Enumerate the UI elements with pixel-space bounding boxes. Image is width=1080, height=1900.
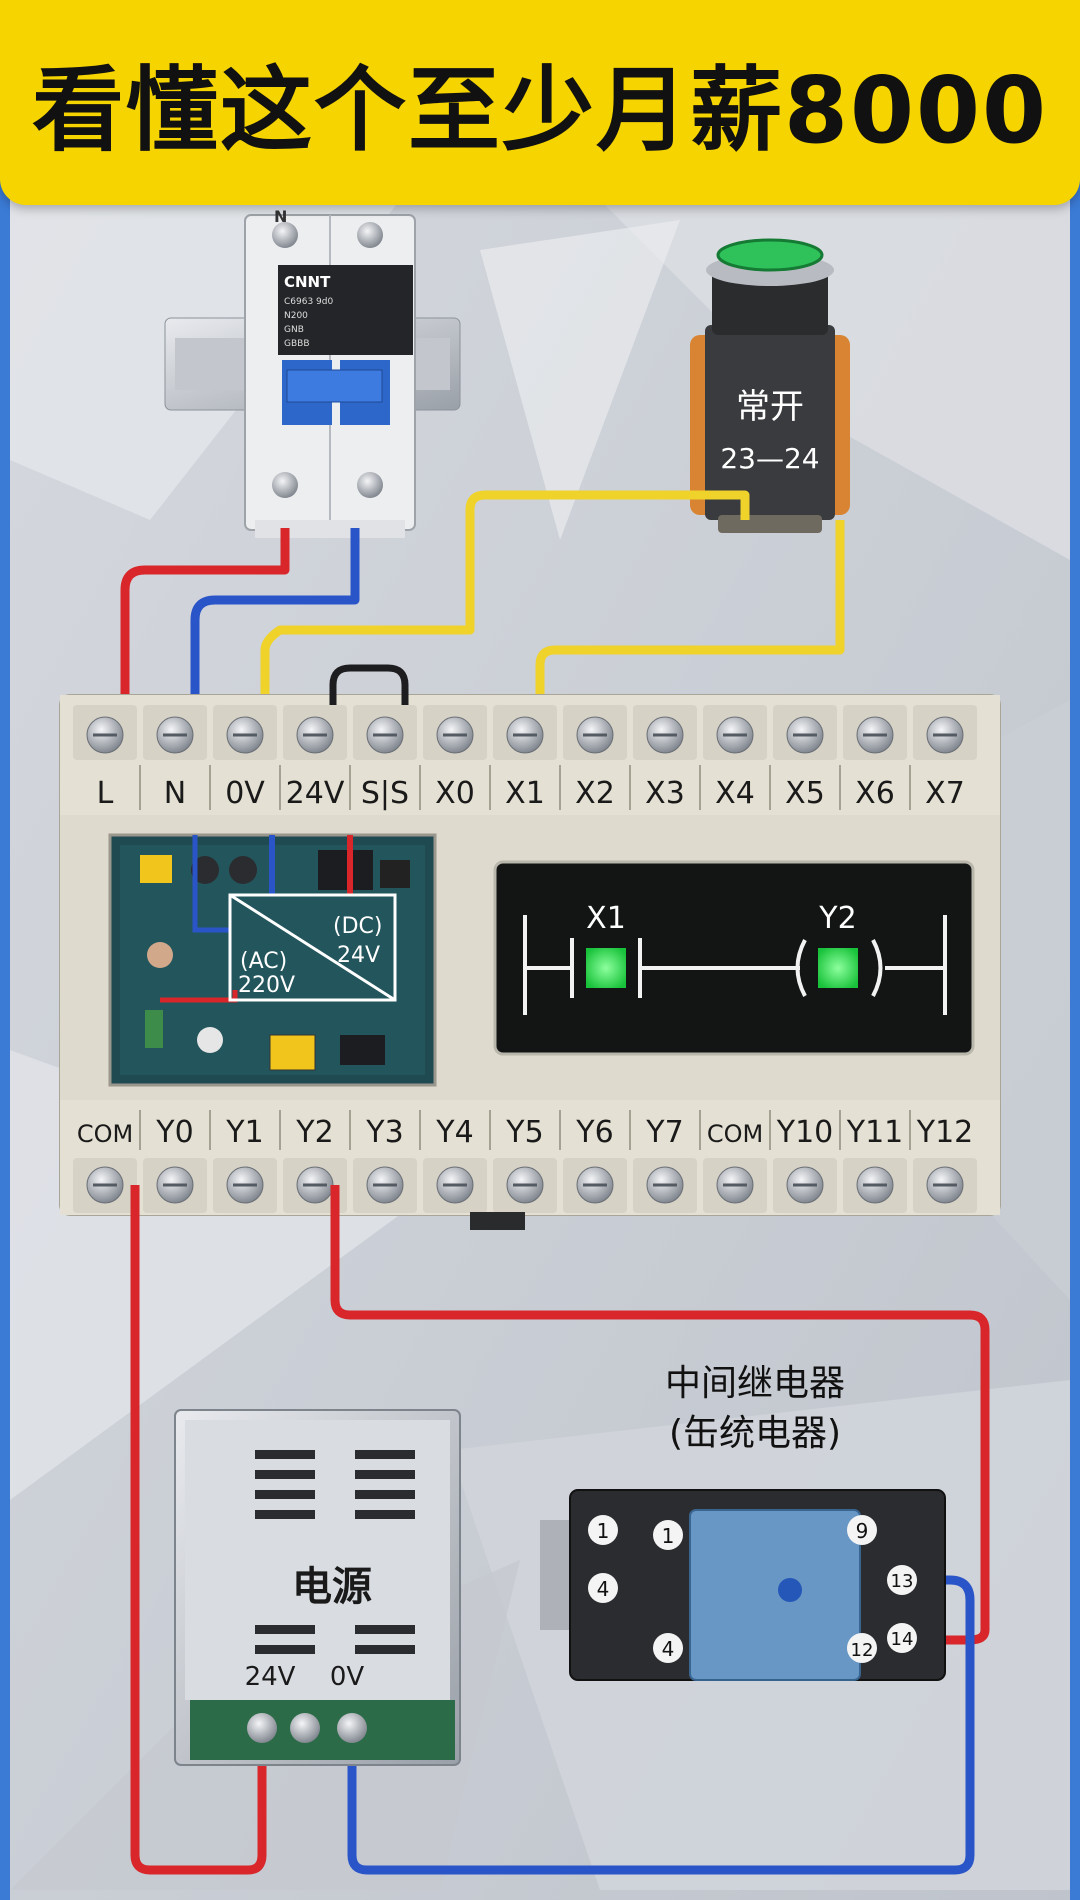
relay-title-1: 中间继电器 bbox=[665, 1363, 845, 1404]
psu-screw-24v[interactable] bbox=[247, 1713, 277, 1743]
jumper-wire bbox=[329, 664, 409, 722]
relay-pin[interactable] bbox=[653, 1520, 683, 1550]
relay-pin[interactable] bbox=[847, 1515, 877, 1545]
psu-ac-label: (AC) bbox=[240, 949, 287, 974]
bottom-terminal-label: Y12 bbox=[916, 1115, 974, 1150]
wire-blue-n bbox=[190, 528, 360, 725]
ladder-contact-label: X1 bbox=[586, 901, 626, 936]
bottom-terminal-label: COM bbox=[707, 1120, 763, 1148]
circuit-breaker[interactable]: CNNT C6963 9d0 N200 GNB GBBB N bbox=[244, 207, 416, 538]
bottom-terminal-label: Y1 bbox=[225, 1115, 263, 1150]
top-terminal-label: L bbox=[97, 776, 114, 811]
wire-red-com bbox=[130, 1185, 267, 1875]
top-terminal-label: X1 bbox=[505, 776, 545, 811]
relay-pin-label: 4 bbox=[597, 1577, 610, 1601]
psu-screw-0v[interactable] bbox=[337, 1713, 367, 1743]
relay-pin[interactable] bbox=[887, 1565, 917, 1595]
wire-blue-0v bbox=[347, 1575, 975, 1875]
top-terminal-label: X3 bbox=[645, 776, 685, 811]
bottom-terminal-label: Y4 bbox=[435, 1115, 473, 1150]
relay-pin[interactable] bbox=[588, 1573, 618, 1603]
relay-pin[interactable] bbox=[887, 1623, 917, 1653]
breaker-line2: GBBB bbox=[284, 339, 310, 349]
psu-terminal-24v: 24V bbox=[245, 1662, 296, 1692]
bottom-terminal-label: Y0 bbox=[155, 1115, 193, 1150]
x1-led bbox=[586, 948, 626, 988]
power-supply-label: 电源 bbox=[292, 1564, 372, 1610]
relay-pin-label: 1 bbox=[597, 1519, 610, 1543]
top-terminal-label: X6 bbox=[855, 776, 895, 811]
banner-title: 看懂这个至少月薪8000 bbox=[31, 57, 1049, 164]
relay-pin-label: 9 bbox=[856, 1519, 869, 1543]
psu-dc-label: (DC) bbox=[333, 914, 382, 939]
wire-yellow-0v bbox=[260, 490, 750, 725]
wire-yellow-x1 bbox=[535, 520, 845, 725]
breaker-screw[interactable] bbox=[357, 222, 383, 248]
relay-title-2: (缶统电器) bbox=[669, 1413, 841, 1454]
relay-pin-label: 12 bbox=[851, 1640, 874, 1661]
bottom-terminal-label: Y3 bbox=[365, 1115, 403, 1150]
top-terminal-label: X4 bbox=[715, 776, 755, 811]
breaker-screw[interactable] bbox=[272, 472, 298, 498]
top-terminal-label: X2 bbox=[575, 776, 615, 811]
bottom-terminal-label: COM bbox=[77, 1120, 133, 1148]
top-terminal-label: X5 bbox=[785, 776, 825, 811]
psu-ac-voltage: 220V bbox=[238, 973, 295, 998]
top-terminal-label: N bbox=[164, 776, 186, 811]
top-terminal-label: X7 bbox=[925, 776, 965, 811]
ladder-display: X1 Y2 bbox=[493, 860, 975, 1056]
psu-dc-voltage: 24V bbox=[337, 943, 380, 968]
bottom-terminal-label: Y5 bbox=[505, 1115, 543, 1150]
bottom-terminal-label: Y7 bbox=[645, 1115, 683, 1150]
relay-pin-label: 4 bbox=[662, 1637, 675, 1661]
relay-pin-label: 13 bbox=[891, 1571, 914, 1592]
top-terminal-label: 24V bbox=[286, 776, 345, 811]
push-button[interactable]: 常开 23—24 bbox=[690, 238, 850, 533]
bottom-terminal-label: Y6 bbox=[575, 1115, 613, 1150]
relay: 中间继电器 (缶统电器) 1 4 1 4 9 13 12 14 bbox=[540, 1363, 946, 1681]
title-banner: 看懂这个至少月薪8000 bbox=[0, 0, 1080, 205]
wire-red-l bbox=[120, 528, 290, 725]
power-supply: 电源 24V 0V bbox=[174, 1409, 461, 1766]
breaker-rating: N200 bbox=[284, 311, 308, 321]
breaker-line1: GNB bbox=[284, 325, 304, 335]
breaker-toggle[interactable] bbox=[286, 369, 383, 403]
psu-terminal-0v: 0V bbox=[330, 1662, 365, 1692]
relay-pin-label: 1 bbox=[662, 1524, 675, 1548]
relay-pin-label: 14 bbox=[891, 1629, 914, 1650]
breaker-top-label: N bbox=[274, 207, 287, 226]
bottom-terminal-label: Y11 bbox=[846, 1115, 904, 1150]
plc-psu-board: (DC) 24V (AC) 220V bbox=[108, 833, 437, 1087]
breaker-brand: CNNT bbox=[284, 273, 331, 291]
push-button-terminals: 23—24 bbox=[720, 442, 819, 475]
ladder-coil-label: Y2 bbox=[818, 901, 856, 936]
top-terminal-label: S|S bbox=[361, 776, 409, 811]
relay-coil-body bbox=[689, 1509, 861, 1681]
relay-pin[interactable] bbox=[588, 1515, 618, 1545]
bottom-terminal-label: Y10 bbox=[776, 1115, 834, 1150]
top-terminal-label: X0 bbox=[435, 776, 475, 811]
bottom-terminal-label: Y2 bbox=[295, 1115, 333, 1150]
push-button-label: 常开 bbox=[736, 387, 804, 427]
top-terminal-label: 0V bbox=[225, 776, 265, 811]
relay-pin[interactable] bbox=[847, 1633, 877, 1663]
breaker-screw[interactable] bbox=[357, 472, 383, 498]
relay-pin[interactable] bbox=[653, 1633, 683, 1663]
psu-screw-mid[interactable] bbox=[290, 1713, 320, 1743]
wire-red-y2 bbox=[330, 1185, 990, 1645]
push-button-cap[interactable] bbox=[716, 238, 824, 272]
breaker-model: C6963 9d0 bbox=[284, 297, 333, 307]
y2-led bbox=[818, 948, 858, 988]
breaker-screw[interactable] bbox=[272, 222, 298, 248]
